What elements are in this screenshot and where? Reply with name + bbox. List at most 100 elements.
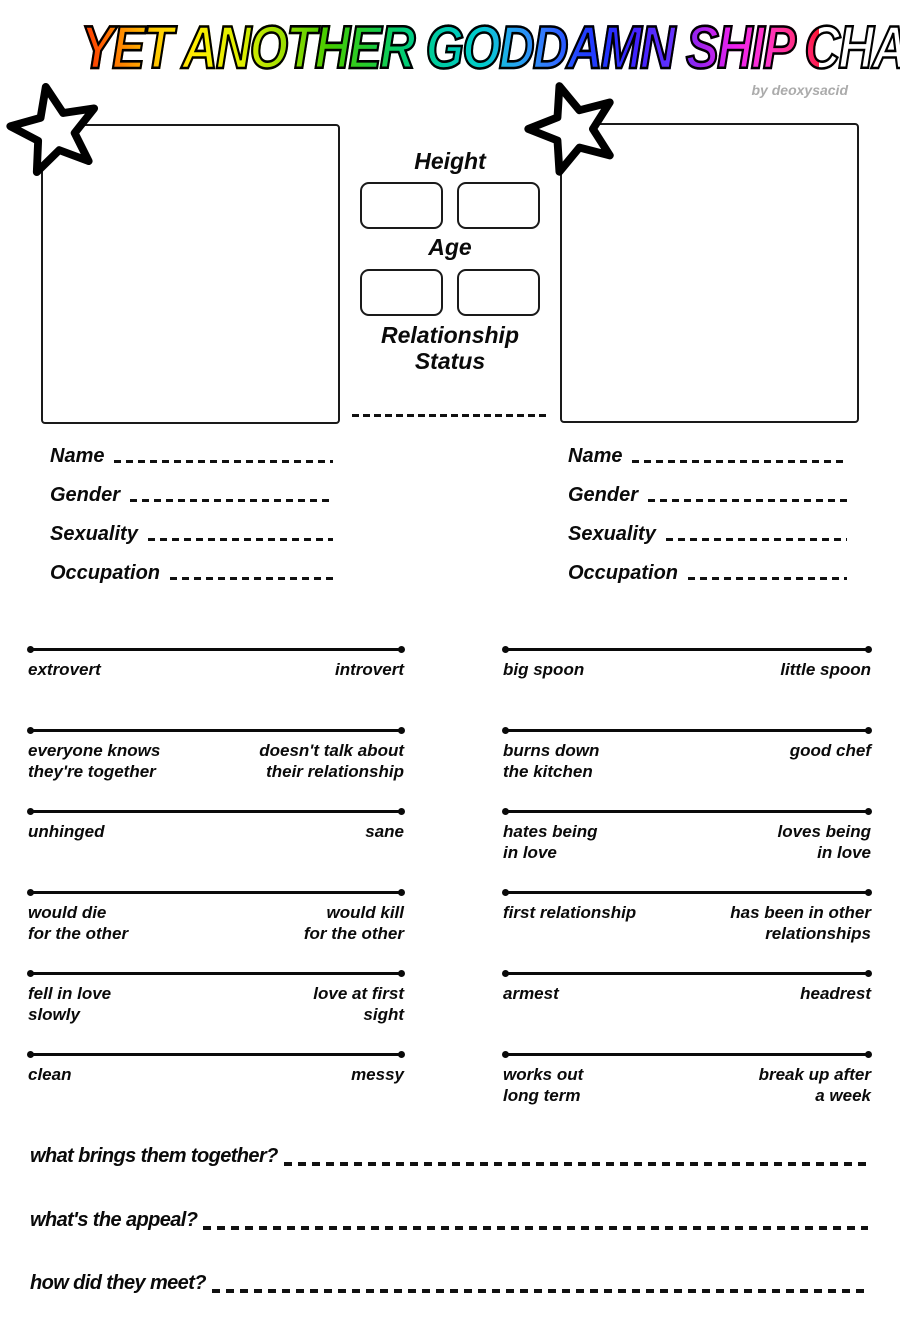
scale-label-left: fell in love slowly [28, 984, 112, 1024]
question-label: what brings them together? [30, 1145, 278, 1167]
gender-label: Gender [568, 484, 639, 506]
height-box-right[interactable] [457, 182, 540, 229]
scale-label-left: burns down the kitchen [503, 741, 600, 781]
scale-label-right: doesn't talk about their relationship [259, 741, 404, 781]
scale-line[interactable] [27, 1051, 405, 1058]
question-label: what's the appeal? [30, 1209, 198, 1231]
scale-row: clean messy [27, 1051, 405, 1134]
scale-row: armest headrest [502, 970, 872, 1053]
scale-row: fell in love slowly love at first sight [27, 970, 405, 1053]
name-label: Name [50, 445, 105, 467]
scale-label-right: loves being in love [777, 822, 871, 862]
scale-line[interactable] [502, 727, 872, 734]
field-row-occupation: Occupation [568, 544, 847, 583]
scale-label-left: works out long term [503, 1065, 584, 1105]
scales-column-left: extrovert introvert everyone knows they'… [27, 646, 405, 1134]
question-write-line[interactable] [203, 1226, 868, 1230]
scale-label-right: has been in other relationships [730, 903, 871, 943]
scale-label-left: extrovert [28, 660, 101, 679]
character-fields-left: Name Gender Sexuality Occupation [50, 427, 333, 583]
scale-label-right: messy [351, 1065, 404, 1084]
age-box-right[interactable] [457, 269, 540, 316]
scale-line[interactable] [502, 1051, 872, 1058]
scale-row: extrovert introvert [27, 646, 405, 729]
gender-label: Gender [50, 484, 121, 506]
gender-write-line[interactable] [130, 499, 333, 502]
gender-write-line[interactable] [648, 499, 847, 502]
scale-line[interactable] [27, 889, 405, 896]
scale-row: first relationship has been in other rel… [502, 889, 872, 972]
field-row-gender: Gender [568, 466, 847, 505]
field-row-gender: Gender [50, 466, 333, 505]
height-label: Height [414, 148, 486, 174]
scale-label-right: good chef [789, 741, 871, 760]
scale-line[interactable] [502, 889, 872, 896]
age-boxes-row [360, 269, 541, 316]
scale-label-left: everyone knows they're together [28, 741, 161, 781]
name-label: Name [568, 445, 623, 467]
question-row-how-met: how did they meet? [30, 1267, 868, 1293]
page-title: YET ANOTHER GODDAMN SHIP CHART [80, 14, 900, 81]
field-row-name: Name [50, 427, 333, 466]
scale-label-left: would die for the other [28, 903, 129, 943]
question-write-line[interactable] [283, 1162, 868, 1166]
height-boxes-row [360, 182, 541, 229]
scale-line[interactable] [27, 646, 405, 653]
age-box-left[interactable] [360, 269, 443, 316]
scale-label-left: hates being in love [503, 822, 598, 862]
character-photo-box-left[interactable] [41, 124, 340, 424]
sexuality-write-line[interactable] [147, 538, 333, 541]
scale-label-right: love at first sight [313, 984, 404, 1024]
question-row-appeal: what's the appeal? [30, 1204, 868, 1230]
scale-line[interactable] [502, 646, 872, 653]
scale-label-right: headrest [800, 984, 871, 1003]
scale-label-left: first relationship [503, 903, 637, 922]
scale-line[interactable] [502, 970, 872, 977]
scale-line[interactable] [502, 808, 872, 815]
character-fields-right: Name Gender Sexuality Occupation [568, 427, 847, 583]
scale-label-right: would kill for the other [303, 903, 404, 943]
scale-row: works out long term break up after a wee… [502, 1051, 872, 1134]
field-row-sexuality: Sexuality [568, 505, 847, 544]
star-icon [524, 82, 614, 176]
scale-row: burns down the kitchen good chef [502, 727, 872, 810]
scale-row: unhinged sane [27, 808, 405, 891]
height-box-left[interactable] [360, 182, 443, 229]
relationship-status-label: Relationship Status [380, 322, 519, 375]
scale-label-right: break up after a week [758, 1065, 871, 1105]
question-label: how did they meet? [30, 1272, 206, 1294]
scale-label-right: little spoon [780, 660, 871, 679]
name-write-line[interactable] [632, 460, 847, 463]
character-photo-box-right[interactable] [560, 123, 859, 423]
occupation-label: Occupation [50, 562, 161, 584]
question-row-brings-together: what brings them together? [30, 1140, 868, 1166]
scale-line[interactable] [27, 727, 405, 734]
occupation-label: Occupation [568, 562, 679, 584]
scale-line[interactable] [27, 970, 405, 977]
scale-label-left: unhinged [28, 822, 105, 841]
occupation-write-line[interactable] [688, 577, 847, 580]
scale-label-left: clean [28, 1065, 72, 1084]
scale-label-right: sane [365, 822, 404, 841]
sexuality-write-line[interactable] [665, 538, 847, 541]
credit: by deoxysacid [751, 82, 849, 98]
sexuality-label: Sexuality [568, 523, 656, 545]
field-row-name: Name [568, 427, 847, 466]
scale-row: big spoon little spoon [502, 646, 872, 729]
relationship-status-write-line[interactable] [352, 414, 546, 417]
question-write-line[interactable] [211, 1289, 868, 1293]
scale-row: everyone knows they're together doesn't … [27, 727, 405, 810]
scale-line[interactable] [27, 808, 405, 815]
scale-row: would die for the other would kill for t… [27, 889, 405, 972]
sexuality-label: Sexuality [50, 523, 138, 545]
scale-label-right: introvert [335, 660, 404, 679]
age-label: Age [428, 234, 472, 260]
field-row-sexuality: Sexuality [50, 505, 333, 544]
star-icon [6, 82, 99, 177]
name-write-line[interactable] [114, 460, 333, 463]
occupation-write-line[interactable] [170, 577, 333, 580]
scale-row: hates being in love loves being in love [502, 808, 872, 891]
field-row-occupation: Occupation [50, 544, 333, 583]
scales-column-right: big spoon little spoon burns down the ki… [502, 646, 872, 1134]
